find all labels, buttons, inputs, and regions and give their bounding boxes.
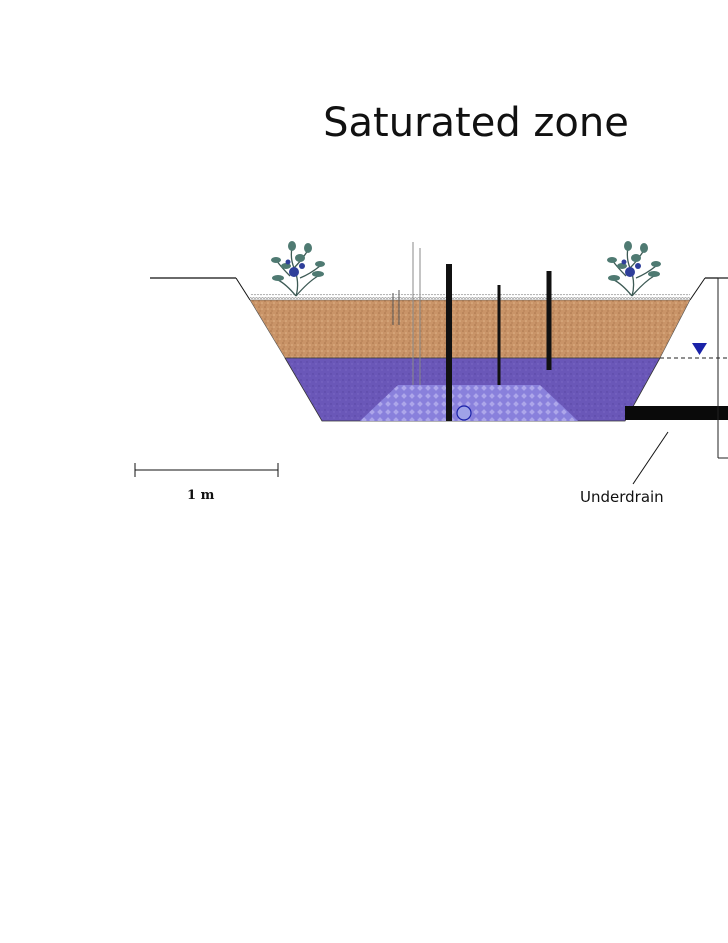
underdrain-outlet-pipe (625, 406, 728, 420)
outlet-riser (717, 277, 728, 459)
ground-surface (150, 277, 728, 301)
underdrain-pipe-section (456, 405, 472, 421)
diagram-title: Saturated zone (323, 100, 629, 146)
filter-media-layer (249, 299, 691, 359)
shrub-icon (270, 240, 326, 297)
shrub-icon (606, 240, 662, 297)
scale-bar (134, 463, 279, 477)
mulch-layer (250, 294, 690, 300)
water-level-triangle-icon (692, 343, 707, 355)
monitoring-probes (392, 242, 552, 421)
underdrain-leader-line (632, 431, 669, 485)
underdrain-label: Underdrain (580, 488, 664, 506)
scale-bar-label: 1 m (187, 488, 215, 503)
gravel-drainage-mound (360, 385, 578, 421)
